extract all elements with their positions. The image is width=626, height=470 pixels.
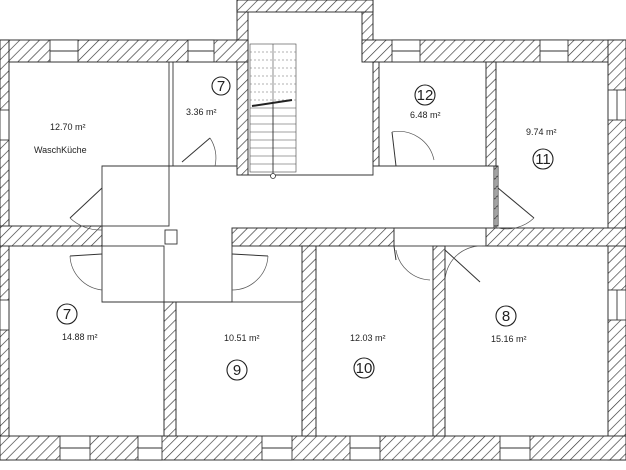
doors [69,131,535,291]
room-number: 12 [417,87,434,104]
wall-lower-3 [432,245,446,437]
room-number: 8 [502,308,510,325]
wall-lower-2 [301,245,317,437]
staircase [249,43,297,179]
room-area: 6.48 m² [410,110,441,120]
room-area: 15.16 m² [491,334,527,344]
wall-lower-1 [163,301,177,437]
interior-lines [8,61,609,437]
room-number: 11 [535,151,551,168]
room-name: WaschKüche [34,145,87,155]
wall-stair-top [236,0,374,13]
room-number: 9 [233,362,241,379]
wall-middle-far-right [485,227,626,247]
room-wc: 7 3.36 m² [186,76,231,117]
room-waschkueche: 12.70 m² WaschKüche [34,122,87,155]
room-10: 12.03 m² 10 [350,333,386,379]
wall-middle-right [231,227,395,247]
wall-middle-left [0,225,103,247]
room-area: 10.51 m² [224,333,260,343]
room-area: 12.70 m² [50,122,86,132]
wall-room12-left [372,61,380,167]
wall-room12-right [485,61,497,167]
windows [0,39,626,461]
wall-bottom [0,435,626,461]
room-11: 9.74 m² 11 [526,127,557,170]
room-area: 14.88 m² [62,332,98,342]
room-area: 3.36 m² [186,107,217,117]
room-12: 12 6.48 m² [410,84,441,120]
room-number: 10 [356,360,373,377]
wall-stair-left [236,0,249,176]
wall-left [0,39,10,461]
room-number: 7 [217,78,225,95]
room-number: 7 [63,306,71,323]
room-area: 12.03 m² [350,333,386,343]
room-8: 8 15.16 m² [491,305,527,344]
room-7: 7 14.88 m² [56,303,98,342]
room-area: 9.74 m² [526,127,557,137]
room-9: 10.51 m² 9 [224,333,260,381]
